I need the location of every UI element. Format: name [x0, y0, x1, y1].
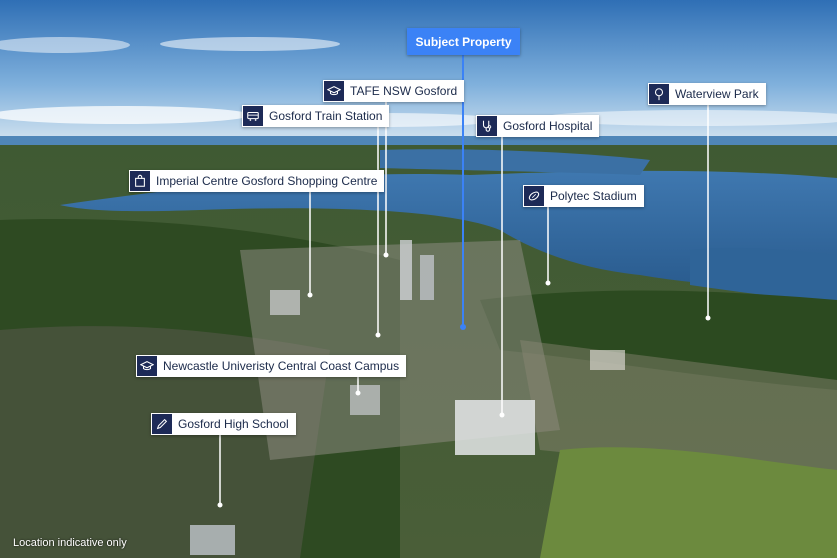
graduation-cap-icon [137, 356, 157, 376]
label-text: Gosford High School [178, 417, 289, 431]
label-gosford-train-station: Gosford Train Station [242, 105, 390, 127]
subject-property-label: Subject Property [407, 28, 520, 55]
shopping-bag-icon [130, 171, 150, 191]
train-icon [243, 106, 263, 126]
pencil-icon [152, 414, 172, 434]
tree-icon [649, 84, 669, 104]
graduation-cap-icon [324, 81, 344, 101]
label-polytec-stadium: Polytec Stadium [523, 185, 644, 207]
label-waterview-park: Waterview Park [648, 83, 766, 105]
location-disclaimer: Location indicative only [13, 537, 127, 549]
label-text: Gosford Hospital [503, 119, 593, 133]
label-gosford-high-school: Gosford High School [151, 413, 296, 435]
label-text: TAFE NSW Gosford [350, 84, 458, 98]
label-text: Waterview Park [675, 87, 759, 101]
label-text: Polytec Stadium [550, 189, 637, 203]
label-newcastle-university: Newcastle Univeristy Central Coast Campu… [136, 355, 407, 377]
label-text: Newcastle Univeristy Central Coast Campu… [163, 359, 400, 373]
label-imperial-centre: Imperial Centre Gosford Shopping Centre [129, 170, 385, 192]
label-gosford-hospital: Gosford Hospital [476, 115, 600, 137]
label-text: Imperial Centre Gosford Shopping Centre [156, 174, 378, 188]
stethoscope-icon [477, 116, 497, 136]
label-tafe-nsw-gosford: TAFE NSW Gosford [323, 80, 465, 102]
label-text: Gosford Train Station [269, 109, 383, 123]
football-icon [524, 186, 544, 206]
